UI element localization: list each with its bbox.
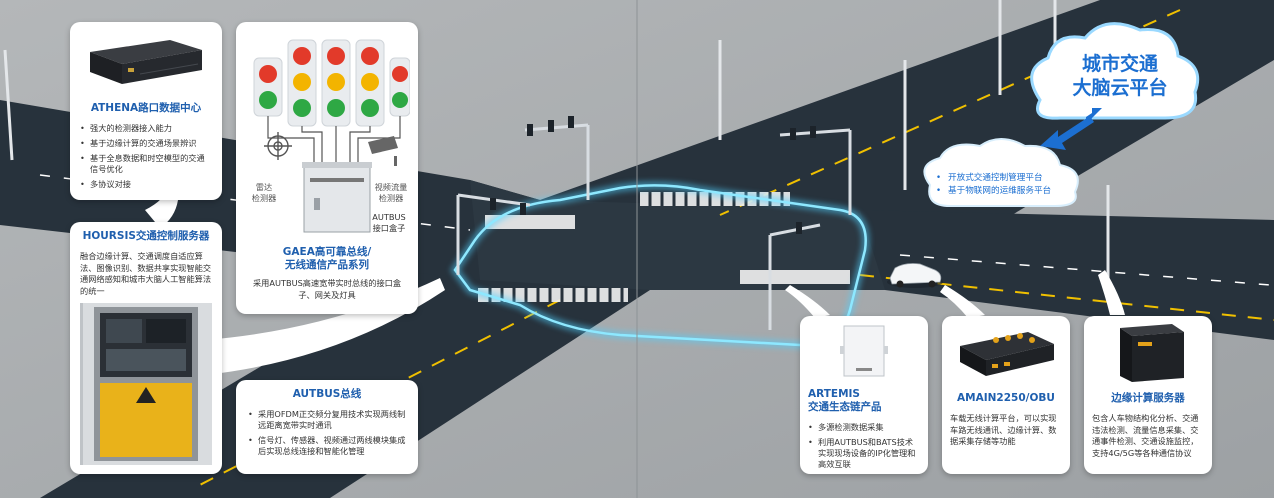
hoursis-cabinet-image — [77, 303, 212, 465]
autbus-bullets: 采用OFDM正交频分复用技术实现两线制远距离宽带实时通讯 信号灯、传感器、视频通… — [248, 409, 406, 457]
hoursis-text: 融合边缘计算、交通调度自适应算法、图像识别、数据共享实现智能交通网络感知和城市大… — [80, 251, 212, 296]
edge-server-card: 边缘计算服务器 包含人车物结构化分析、交通违法检测、流量信息采集、交通事件检测、… — [1084, 316, 1212, 474]
street-lights — [3, 0, 1110, 300]
list-item: 多源检测数据采集 — [808, 422, 920, 433]
athena-device-image — [90, 40, 202, 84]
list-item: 多协议对接 — [80, 179, 212, 190]
artemis-device-image — [840, 325, 888, 377]
signal-heads — [490, 116, 816, 234]
artemis-title: ARTEMIS 交通生态链产品 — [808, 388, 882, 413]
autbus-title: AUTBUS总线 — [292, 388, 362, 400]
list-item: 开放式交通控制管理平台 — [934, 172, 1104, 185]
gaea-title: GAEA高可靠总线/ 无线通信产品系列 — [282, 246, 372, 271]
video-detector-label: 视频流量 检测器 — [374, 182, 408, 203]
gaea-card: 雷达 检测器 视频流量 检测器 AUTBUS 接口盒子 GAEA高可靠总线/ 无… — [236, 22, 418, 314]
list-item: 基于物联网的运维服务平台 — [934, 185, 1104, 198]
double-arrow — [1040, 108, 1102, 150]
list-item: 采用OFDM正交频分复用技术实现两线制远距离宽带实时通讯 — [248, 409, 406, 431]
autbus-network-line — [450, 181, 870, 350]
amain-text: 车载无线计算平台，可以实现车路无线通讯、边缘计算、数据采集存储等功能 — [950, 413, 1057, 446]
wires — [267, 116, 401, 168]
video-camera-icon — [368, 136, 398, 166]
athena-bullets: 强大的检测器接入能力 基于边缘计算的交通场景辨识 基于全息数据和时空模型的交通信… — [80, 123, 212, 190]
gaea-illustration — [253, 39, 411, 233]
hoursis-card: HOURSIS交通控制服务器 融合边缘计算、交通调度自适应算法、图像识别、数据共… — [70, 222, 222, 474]
car — [887, 263, 943, 288]
amain-device-image — [960, 332, 1054, 376]
amain-title: AMAIN2250/OBU — [957, 392, 1055, 404]
athena-card: ATHENA路口数据中心 强大的检测器接入能力 基于边缘计算的交通场景辨识 基于… — [70, 22, 222, 200]
autbus-box-label: AUTBUS 接口盒子 — [372, 212, 406, 233]
artemis-bullets: 多源检测数据采集 利用AUTBUS和BATS技术实现现场设备的IP化管理和高效互… — [808, 422, 920, 470]
cloud-platform-list: 开放式交通控制管理平台 基于物联网的运维服务平台 — [934, 172, 1104, 198]
list-item: 信号灯、传感器、视频通过两线模块集成后实现总线连接和智能化管理 — [248, 435, 406, 457]
radar-detector-icon — [264, 132, 292, 160]
autbus-box-icon — [302, 162, 372, 233]
hoursis-title: HOURSIS交通控制服务器 — [82, 230, 210, 242]
list-item: 强大的检测器接入能力 — [80, 123, 212, 134]
signal-poles — [456, 123, 852, 330]
amain-card: AMAIN2250/OBU 车载无线计算平台，可以实现车路无线通讯、边缘计算、数… — [942, 316, 1070, 474]
list-item: 基于边缘计算的交通场景辨识 — [80, 138, 212, 149]
artemis-card: ARTEMIS 交通生态链产品 多源检测数据采集 利用AUTBUS和BATS技术… — [800, 316, 928, 474]
traffic-light-group — [253, 39, 411, 127]
gaea-text: 采用AUTBUS高速宽带实时总线的接口盒子、网关及灯具 — [252, 278, 402, 300]
radar-label: 雷达 检测器 — [251, 182, 277, 203]
list-item: 基于全息数据和时空模型的交通信号优化 — [80, 153, 212, 175]
edge-text: 包含人车物结构化分析、交通违法检测、流量信息采集、交通事件检测、交通设施监控，支… — [1092, 413, 1199, 458]
cloud-title: 城市交通 大脑云平台 — [1072, 53, 1168, 99]
edge-title: 边缘计算服务器 — [1111, 392, 1185, 404]
autbus-card: AUTBUS总线 采用OFDM正交频分复用技术实现两线制远距离宽带实时通讯 信号… — [236, 380, 418, 474]
edge-server-image — [1120, 324, 1184, 382]
list-item: 利用AUTBUS和BATS技术实现现场设备的IP化管理和高效互联 — [808, 437, 920, 470]
athena-title: ATHENA路口数据中心 — [90, 102, 202, 114]
